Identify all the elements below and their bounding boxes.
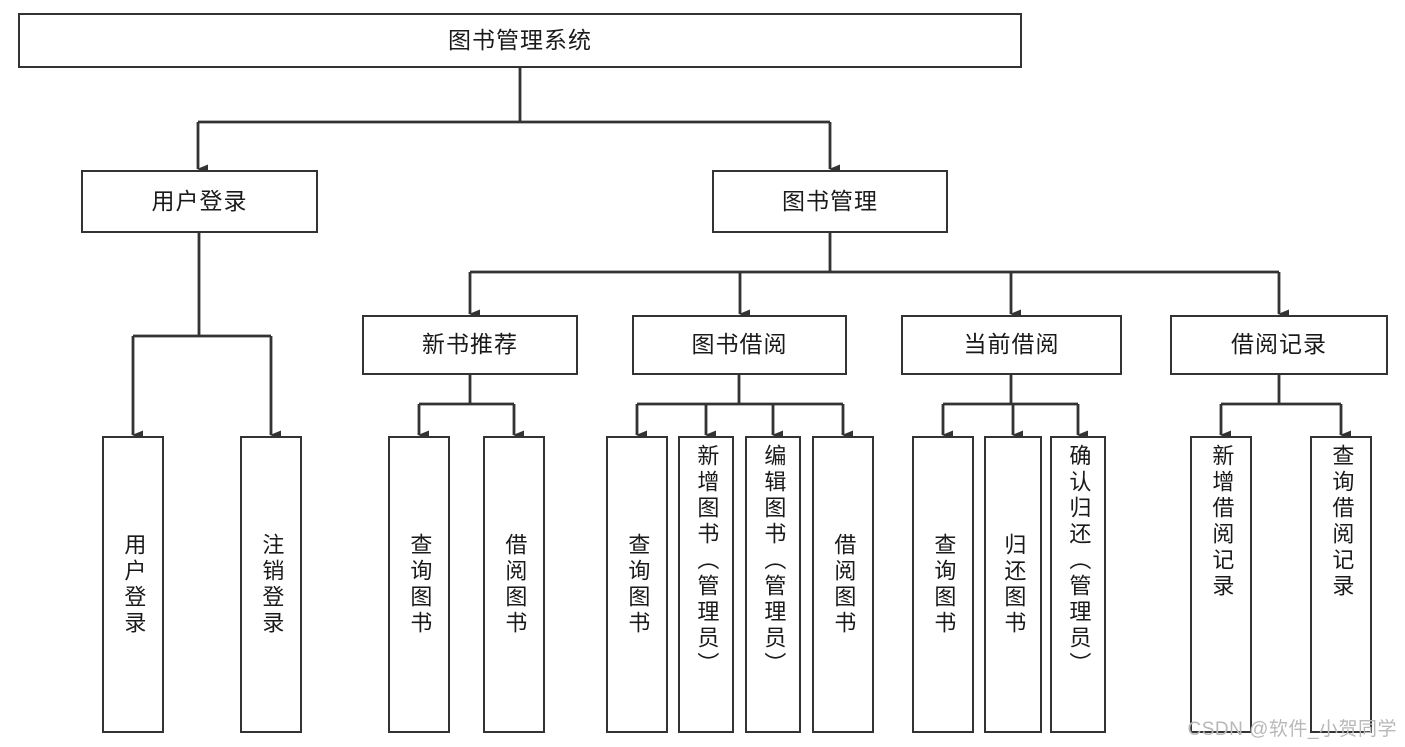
node-label: 查询借阅记录	[1329, 444, 1355, 600]
node-l-query-record: 查询借阅记录	[1310, 436, 1372, 733]
node-l-query-book-2: 查询图书	[606, 436, 668, 733]
node-label: 图书管理系统	[448, 26, 592, 53]
node-n-user-login: 用户登录	[81, 170, 318, 233]
node-l-query-book-3: 查询图书	[912, 436, 974, 733]
node-text-wrapper: 新增借阅记录	[1192, 438, 1250, 731]
node-text-wrapper: 用户登录	[104, 438, 162, 731]
node-l-edit-book: 编辑图书（管理员）	[745, 436, 801, 733]
node-label: 用户登录	[151, 187, 248, 214]
node-l-user-login: 用户登录	[102, 436, 164, 733]
node-text-wrapper: 编辑图书（管理员）	[747, 438, 799, 731]
node-text-wrapper: 新增图书（管理员）	[680, 438, 732, 731]
node-l-add-record: 新增借阅记录	[1190, 436, 1252, 733]
node-n-borrow-record: 借阅记录	[1170, 315, 1388, 375]
node-text-wrapper: 注销登录	[242, 438, 300, 731]
node-text-wrapper: 借阅图书	[814, 438, 872, 731]
node-label: 注销登录	[259, 532, 285, 637]
node-label: 用户登录	[121, 532, 147, 637]
node-l-confirm-return: 确认归还（管理员）	[1050, 436, 1106, 733]
node-n-current-borrow: 当前借阅	[901, 315, 1122, 375]
node-text-wrapper: 借阅图书	[485, 438, 543, 731]
node-label: 查询图书	[931, 532, 957, 637]
node-l-logout: 注销登录	[240, 436, 302, 733]
node-label: 借阅图书	[831, 532, 857, 637]
node-root: 图书管理系统	[18, 13, 1022, 68]
node-l-query-book-1: 查询图书	[388, 436, 450, 733]
node-label: 新增借阅记录	[1209, 444, 1235, 600]
node-label: 借阅记录	[1231, 331, 1327, 358]
node-n-new-book-rec: 新书推荐	[362, 315, 578, 375]
node-label: 当前借阅	[963, 331, 1060, 358]
node-l-add-book: 新增图书（管理员）	[678, 436, 734, 733]
watermark-label: CSDN @软件_小贺同学	[1187, 719, 1397, 740]
node-text-wrapper: 查询图书	[608, 438, 666, 731]
node-label: 编辑图书（管理员）	[761, 444, 787, 678]
node-label: 确认归还（管理员）	[1066, 444, 1092, 678]
node-text-wrapper: 查询图书	[914, 438, 972, 731]
node-label: 新增图书（管理员）	[694, 444, 720, 678]
node-label: 新书推荐	[422, 331, 518, 358]
node-text-wrapper: 归还图书	[986, 438, 1040, 731]
node-text-wrapper: 确认归还（管理员）	[1052, 438, 1104, 731]
node-text-wrapper: 查询借阅记录	[1312, 438, 1370, 731]
node-l-borrow-book-1: 借阅图书	[483, 436, 545, 733]
node-label: 查询图书	[407, 532, 433, 637]
node-text-wrapper: 查询图书	[390, 438, 448, 731]
node-l-borrow-book-2: 借阅图书	[812, 436, 874, 733]
node-label: 图书管理	[782, 187, 878, 214]
node-label: 借阅图书	[502, 532, 528, 637]
node-label: 归还图书	[1001, 532, 1027, 637]
node-label: 图书借阅	[691, 331, 788, 358]
node-n-book-mgmt: 图书管理	[712, 170, 948, 233]
node-label: 查询图书	[625, 532, 651, 637]
node-l-return-book: 归还图书	[984, 436, 1042, 733]
node-n-book-borrow: 图书借阅	[632, 315, 847, 375]
